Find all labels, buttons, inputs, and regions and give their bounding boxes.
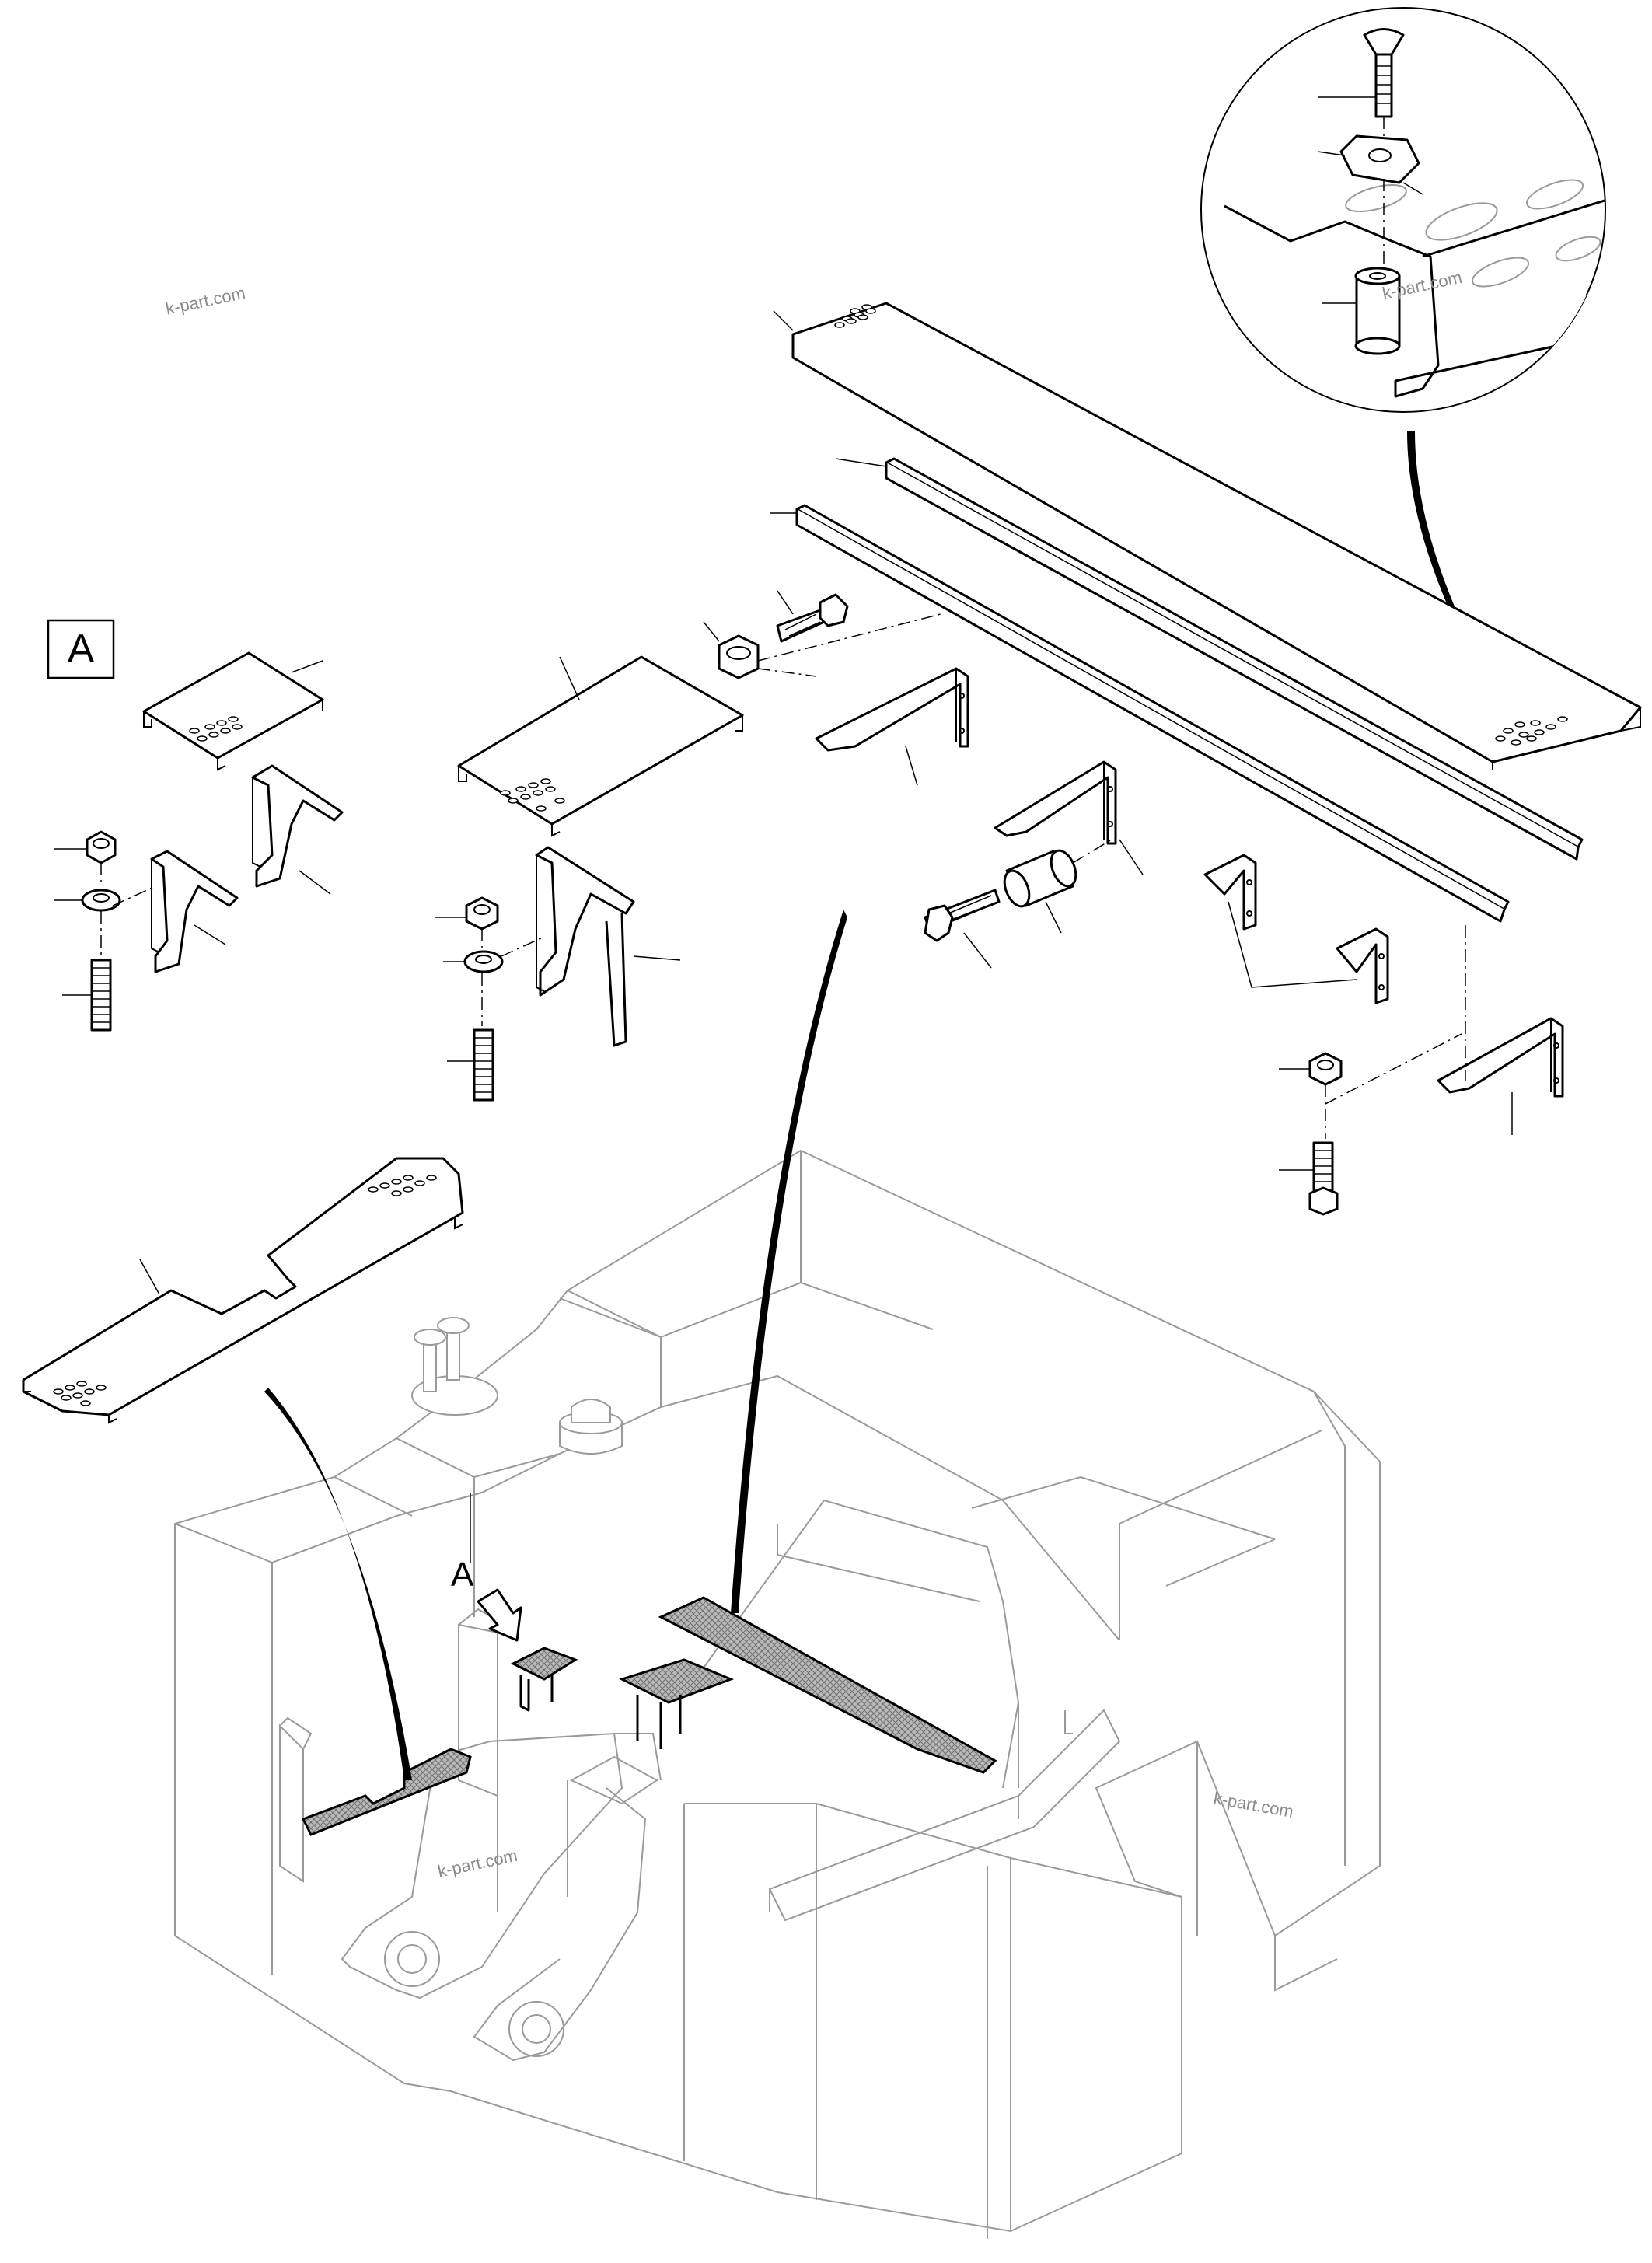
center-perforated-cover xyxy=(457,655,744,837)
machine-frame xyxy=(174,1149,1381,2239)
triangle-bracket-small-2 xyxy=(1336,927,1389,1004)
triangle-bracket-2 xyxy=(994,760,1144,875)
stud-a xyxy=(62,959,112,1032)
detail-circle xyxy=(1200,7,1606,413)
installed-left-cover xyxy=(301,1748,472,1836)
view-arrow-a: A xyxy=(451,1493,522,1642)
watermark-3: k-part.com xyxy=(436,1846,519,1881)
bolt-right xyxy=(1279,1141,1339,1216)
small-cover-a xyxy=(142,651,324,771)
washer-center xyxy=(443,950,504,973)
hex-nut-upper xyxy=(703,621,760,679)
bracket-a-right xyxy=(251,764,344,895)
detail-a-box: A xyxy=(47,619,115,679)
long-perforated-cover xyxy=(773,302,1642,770)
installed-bracket-a xyxy=(510,1647,578,1712)
tank-fittings xyxy=(411,1317,623,1455)
watermark-4: k-part.com xyxy=(1212,1788,1295,1821)
nut-center xyxy=(435,896,499,931)
left-step-cover xyxy=(22,1157,464,1424)
bracket-a-left xyxy=(150,850,239,973)
watermark-1: k-part.com xyxy=(164,283,247,319)
spacer-bushing xyxy=(1322,267,1401,355)
installed-long-cover xyxy=(658,1596,997,1774)
triangle-bracket-small-1 xyxy=(1203,854,1257,931)
detail-a-label: A xyxy=(68,627,95,672)
hex-bolt-right xyxy=(924,889,1001,969)
cup-washer xyxy=(1317,134,1423,195)
countersunk-screw xyxy=(1318,28,1405,118)
center-bracket xyxy=(535,846,681,1047)
installed-center-cover xyxy=(619,1658,735,1749)
installation-leaders xyxy=(264,431,1493,1780)
hex-bolt-upper xyxy=(776,590,849,643)
washer-a xyxy=(54,889,121,912)
nut-right xyxy=(1279,1052,1343,1086)
triangle-bracket-3 xyxy=(1437,1017,1564,1135)
angle-rail-upper xyxy=(835,457,1584,861)
triangle-bracket-1 xyxy=(815,667,969,786)
spacer-sleeve xyxy=(1003,849,1077,934)
nut-a xyxy=(54,830,117,864)
angle-rail-lower xyxy=(770,504,1510,923)
stud-center xyxy=(447,1028,494,1102)
